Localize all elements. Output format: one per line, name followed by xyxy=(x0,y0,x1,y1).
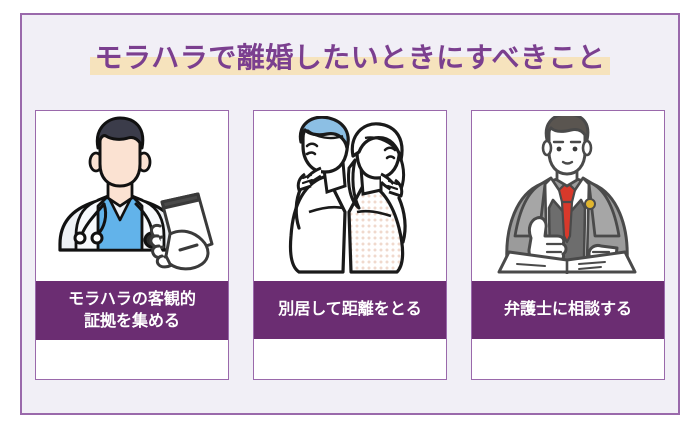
card-evidence[interactable]: モラハラの客観的 証拠を集める xyxy=(35,110,229,380)
card-separation[interactable]: 別居して距離をとる xyxy=(253,110,447,380)
card-label-separation: 別居して距離をとる xyxy=(254,281,446,339)
card-label-line: 証拠を集める xyxy=(83,312,180,330)
lawyer-thumbs-up-icon xyxy=(497,116,637,274)
card-label-evidence: モラハラの客観的 証拠を集める xyxy=(36,281,228,341)
infographic-panel: モラハラで離婚したいときにすべきこと xyxy=(20,13,680,415)
card-footer xyxy=(254,339,446,379)
card-consult-lawyer[interactable]: 弁護士に相談する xyxy=(471,110,665,380)
page-title-text: モラハラで離婚したいときにすべきこと xyxy=(94,42,606,73)
doctor-with-smartphone-icon xyxy=(58,116,214,271)
card-footer xyxy=(472,339,664,379)
cards-row: モラハラの客観的 証拠を集める xyxy=(35,110,665,380)
card-illustration-area xyxy=(254,111,446,281)
title-highlight-bar xyxy=(90,57,610,75)
card-label-line: 弁護士に相談する xyxy=(503,301,632,319)
couple-back-to-back-icon xyxy=(288,116,407,274)
card-illustration-area xyxy=(472,111,664,281)
card-label-consult-lawyer: 弁護士に相談する xyxy=(472,281,664,339)
card-label-line: モラハラの客観的 xyxy=(68,291,196,308)
page-title: モラハラで離婚したいときにすべきこと xyxy=(90,42,610,75)
card-label-line: 別居して距離をとる xyxy=(278,301,422,319)
card-footer xyxy=(36,340,228,379)
card-illustration-area xyxy=(36,111,228,281)
title-block: モラハラで離婚したいときにすべきこと xyxy=(22,15,678,101)
